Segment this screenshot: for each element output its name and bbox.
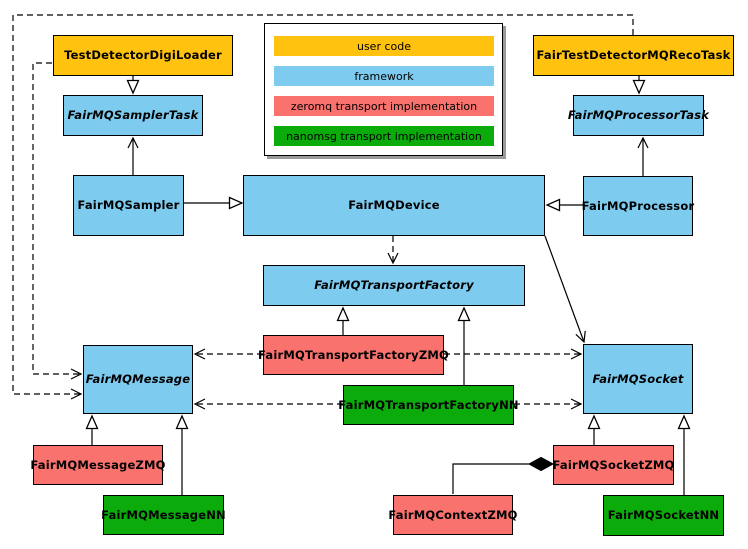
composition-diamond-icon bbox=[527, 456, 555, 472]
legend-item-nanomsg-transport: nanomsg transport implementation bbox=[274, 126, 494, 146]
class-box-fairmqtransportfactoryzmq: FairMQTransportFactoryZMQ bbox=[258, 335, 449, 375]
edge-dependency-digiloader-message bbox=[32, 62, 83, 380]
class-box-fairmqprocessor: FairMQProcessor bbox=[582, 176, 694, 236]
class-box-fairmqmessagezmq: FairMQMessageZMQ bbox=[30, 445, 165, 485]
class-box-fairmqsocket: FairMQSocket bbox=[583, 344, 693, 414]
class-box-fairmqsampler: FairMQSampler bbox=[73, 175, 184, 236]
legend-item-user-code: user code bbox=[274, 36, 494, 56]
class-box-fairmqtransportfactory: FairMQTransportFactory bbox=[263, 265, 525, 306]
legend-item-zeromq-transport: zeromq transport implementation bbox=[274, 96, 494, 116]
class-box-fairmqcontextzmq: FairMQContextZMQ bbox=[388, 495, 517, 535]
class-box-fairmqdevice: FairMQDevice bbox=[243, 175, 545, 236]
class-box-fairmqmessage: FairMQMessage bbox=[83, 345, 193, 414]
class-box-fairmqsocketnn: FairMQSocketNN bbox=[603, 495, 724, 536]
edge-composition-socketzmq-contextzmq bbox=[452, 463, 529, 494]
class-box-fairmqtransportfactorynn: FairMQTransportFactoryNN bbox=[338, 385, 519, 425]
legend-item-framework: framework bbox=[274, 66, 494, 86]
legend: user code framework zeromq transport imp… bbox=[264, 23, 503, 156]
class-box-testdetectordigiloader: TestDetectorDigiLoader bbox=[53, 35, 233, 76]
class-box-fairtestdetectormqrecotask: FairTestDetectorMQRecoTask bbox=[533, 35, 734, 76]
class-box-fairmqsamplertask: FairMQSamplerTask bbox=[63, 95, 203, 136]
edge-association-device-socket bbox=[544, 235, 586, 344]
class-box-fairmqmessagenn: FairMQMessageNN bbox=[101, 495, 226, 535]
class-box-fairmqprocessortask: FairMQProcessorTask bbox=[568, 95, 709, 136]
class-box-fairmqsocketzmq: FairMQSocketZMQ bbox=[553, 445, 674, 485]
edge-dependency-recotask-message bbox=[12, 14, 634, 400]
